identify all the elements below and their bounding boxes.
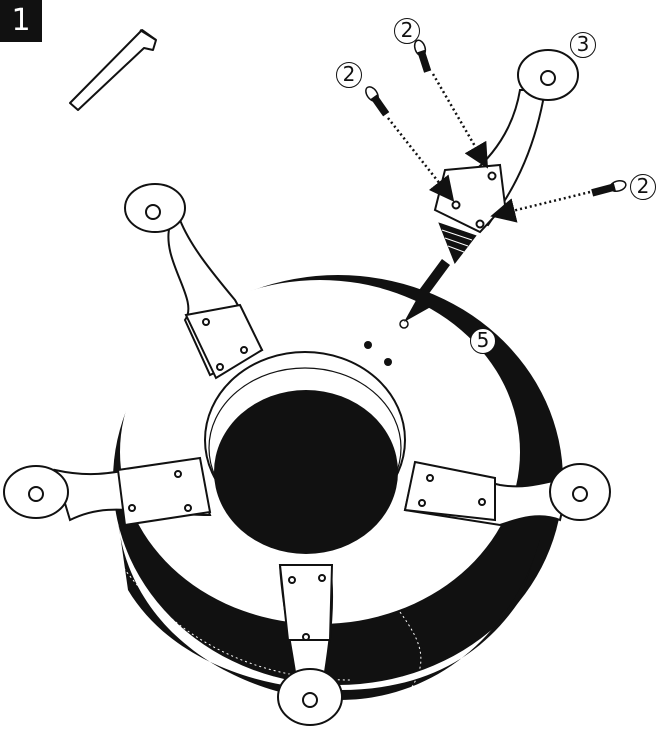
step-number-badge: 1 [0,0,42,42]
arrow-icon [433,74,483,160]
leg-left [4,458,210,525]
callout-leg: 3 [570,32,596,58]
callout-screw-right: 2 [630,174,656,200]
arrow-icon [388,118,448,194]
callout-screw-left: 2 [336,62,362,88]
detached-leg [435,50,578,262]
callout-screw-top: 2 [394,18,420,44]
callout-hole: 5 [470,328,496,354]
hex-key-icon [70,30,156,110]
arrow-icon [500,192,590,214]
